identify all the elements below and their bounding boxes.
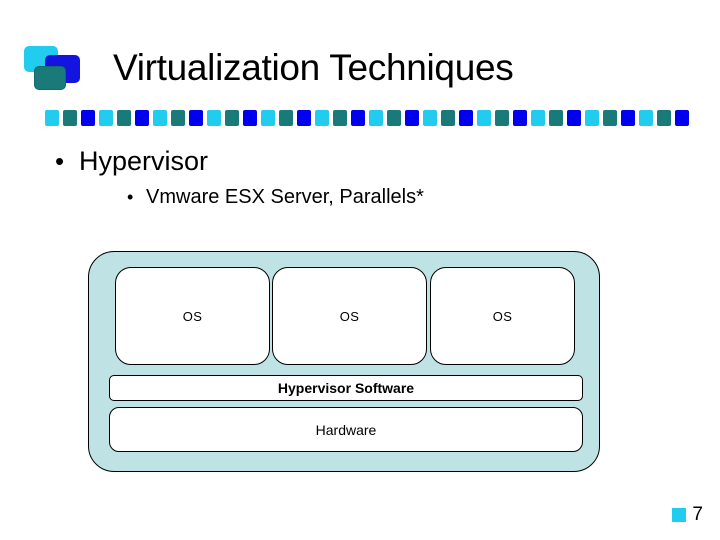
- divider-dash: [45, 110, 59, 126]
- hypervisor-software-label: Hypervisor Software: [277, 380, 415, 396]
- bullet-text: Hypervisor: [79, 146, 209, 176]
- divider-dash: [117, 110, 131, 126]
- page-number: 7: [692, 504, 703, 525]
- divider-dash: [225, 110, 239, 126]
- divider-dash: [477, 110, 491, 126]
- divider-dash: [261, 110, 275, 126]
- divider-dash: [657, 110, 671, 126]
- divider-dash: [81, 110, 95, 126]
- divider-dash: [243, 110, 257, 126]
- divider-dash: [297, 110, 311, 126]
- divider-dash: [549, 110, 563, 126]
- bullet-item-level-2: • Vmware ESX Server, Parallels*: [0, 184, 720, 210]
- divider-dash: [369, 110, 383, 126]
- divider-dash: [315, 110, 329, 126]
- divider-dash: [567, 110, 581, 126]
- title-divider-dash-bar: [45, 110, 693, 126]
- divider-dash: [333, 110, 347, 126]
- divider-dash: [63, 110, 77, 126]
- divider-dash: [621, 110, 635, 126]
- page-marker-square-icon: [672, 507, 687, 522]
- os-box-label: OS: [182, 308, 203, 324]
- os-box-row: OS OS OS: [89, 267, 601, 365]
- os-box-label: OS: [339, 308, 360, 324]
- divider-dash: [585, 110, 599, 126]
- bullet-marker-icon: •: [127, 187, 134, 207]
- divider-dash: [441, 110, 455, 126]
- divider-dash: [675, 110, 689, 126]
- bullet-list: • Hypervisor • Vmware ESX Server, Parallels…: [0, 144, 720, 210]
- divider-dash: [603, 110, 617, 126]
- bullet-item-level-1: • Hypervisor: [0, 144, 720, 178]
- bullet-marker-icon: •: [55, 146, 65, 176]
- divider-dash: [207, 110, 221, 126]
- divider-dash: [351, 110, 365, 126]
- hypervisor-architecture-diagram: OS OS OS Hypervisor Software Hardware: [88, 251, 600, 472]
- slide-title: Virtualization Techniques: [113, 47, 514, 88]
- os-box: OS: [430, 267, 575, 365]
- divider-dash: [531, 110, 545, 126]
- divider-dash: [405, 110, 419, 126]
- bullet-text: Vmware ESX Server, Parallels*: [146, 186, 424, 208]
- hardware-label: Hardware: [315, 421, 377, 438]
- divider-dash: [459, 110, 473, 126]
- os-box: OS: [272, 267, 427, 365]
- logo-teal-square-icon: [34, 66, 66, 90]
- divider-dash: [279, 110, 293, 126]
- brand-logo: [18, 44, 94, 94]
- divider-dash: [135, 110, 149, 126]
- hypervisor-software-layer: Hypervisor Software: [109, 375, 583, 401]
- divider-dash: [189, 110, 203, 126]
- divider-dash: [423, 110, 437, 126]
- divider-dash: [171, 110, 185, 126]
- divider-dash: [513, 110, 527, 126]
- divider-dash: [153, 110, 167, 126]
- divider-dash: [639, 110, 653, 126]
- divider-dash: [387, 110, 401, 126]
- os-box: OS: [115, 267, 270, 365]
- os-box-label: OS: [492, 308, 513, 324]
- divider-dash: [99, 110, 113, 126]
- hardware-layer: Hardware: [109, 407, 583, 452]
- divider-dash: [495, 110, 509, 126]
- page-number-group: 7: [672, 505, 703, 524]
